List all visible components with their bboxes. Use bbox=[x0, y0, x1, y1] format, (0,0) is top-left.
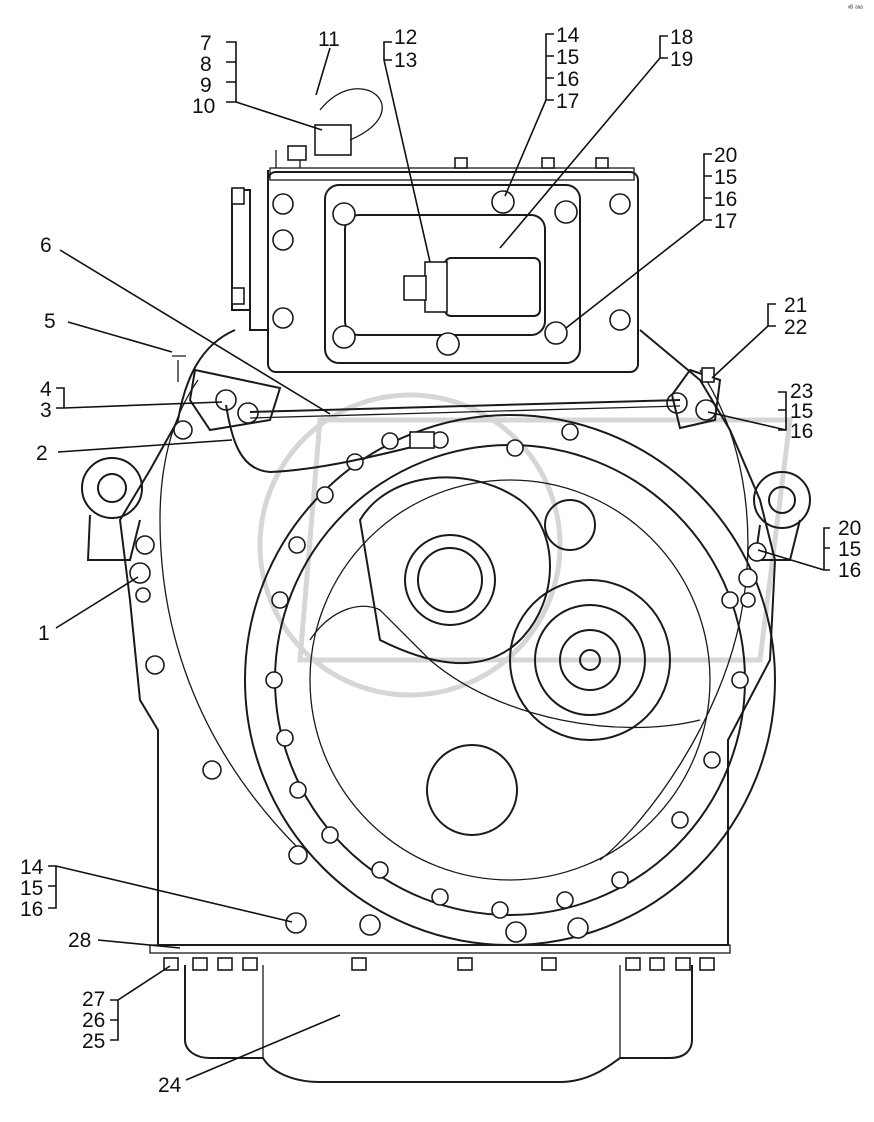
callout-15-lower: 15 bbox=[838, 538, 861, 561]
pan-bolts bbox=[163, 957, 715, 971]
callout-8: 8 bbox=[200, 53, 212, 76]
callout-2: 2 bbox=[36, 442, 48, 465]
callout-27: 27 bbox=[82, 988, 105, 1011]
callout-14-top: 14 bbox=[556, 24, 580, 47]
callout-17-right: 17 bbox=[714, 210, 737, 233]
callout-16-right: 16 bbox=[714, 188, 737, 211]
callout-28: 28 bbox=[68, 929, 91, 952]
callout-21: 21 bbox=[784, 294, 807, 317]
solenoid bbox=[403, 257, 541, 317]
callout-10: 10 bbox=[192, 95, 215, 118]
corner-mark: ᵛᴮ ᵃᵃᵃ bbox=[847, 5, 863, 12]
callout-15-top: 15 bbox=[556, 46, 579, 69]
callout-22: 22 bbox=[784, 316, 807, 339]
callout-7: 7 bbox=[200, 32, 212, 55]
callout-12: 12 bbox=[394, 26, 417, 49]
callout-15-mid: 15 bbox=[790, 400, 813, 423]
cover-bolts bbox=[231, 157, 631, 356]
leader-lines bbox=[48, 33, 830, 1081]
callout-11: 11 bbox=[318, 28, 340, 51]
callout-16-bottom: 16 bbox=[20, 898, 43, 921]
callout-9: 9 bbox=[200, 74, 212, 97]
callout-15-right: 15 bbox=[714, 166, 737, 189]
callout-13: 13 bbox=[394, 49, 417, 72]
callout-15-bottom: 15 bbox=[20, 877, 43, 900]
callout-16-mid: 16 bbox=[790, 420, 813, 443]
valve-housing bbox=[231, 88, 639, 373]
callout-1: 1 bbox=[38, 622, 50, 645]
callout-26: 26 bbox=[82, 1009, 105, 1032]
bracket bbox=[172, 355, 722, 432]
callout-23: 23 bbox=[790, 380, 813, 403]
callout-25: 25 bbox=[82, 1030, 105, 1053]
callout-20-lower: 20 bbox=[838, 517, 861, 540]
oil-pipe bbox=[225, 399, 681, 474]
callout-24: 24 bbox=[158, 1074, 182, 1097]
callout-19: 19 bbox=[670, 48, 693, 71]
oil-pan bbox=[149, 944, 731, 1083]
callout-3: 3 bbox=[40, 399, 52, 422]
callout-16-top: 16 bbox=[556, 68, 579, 91]
callout-6: 6 bbox=[40, 234, 52, 257]
callout-labels: 7 8 9 10 11 12 13 14 15 16 17 18 19 20 1… bbox=[20, 5, 863, 1097]
callout-20-right: 20 bbox=[714, 144, 737, 167]
callout-5: 5 bbox=[44, 310, 56, 333]
watermark bbox=[257, 392, 793, 698]
callout-4: 4 bbox=[40, 378, 52, 401]
callout-18: 18 bbox=[670, 26, 693, 49]
callout-17-top: 17 bbox=[556, 90, 579, 113]
callout-14-bottom: 14 bbox=[20, 856, 44, 879]
callout-16-lower: 16 bbox=[838, 559, 861, 582]
